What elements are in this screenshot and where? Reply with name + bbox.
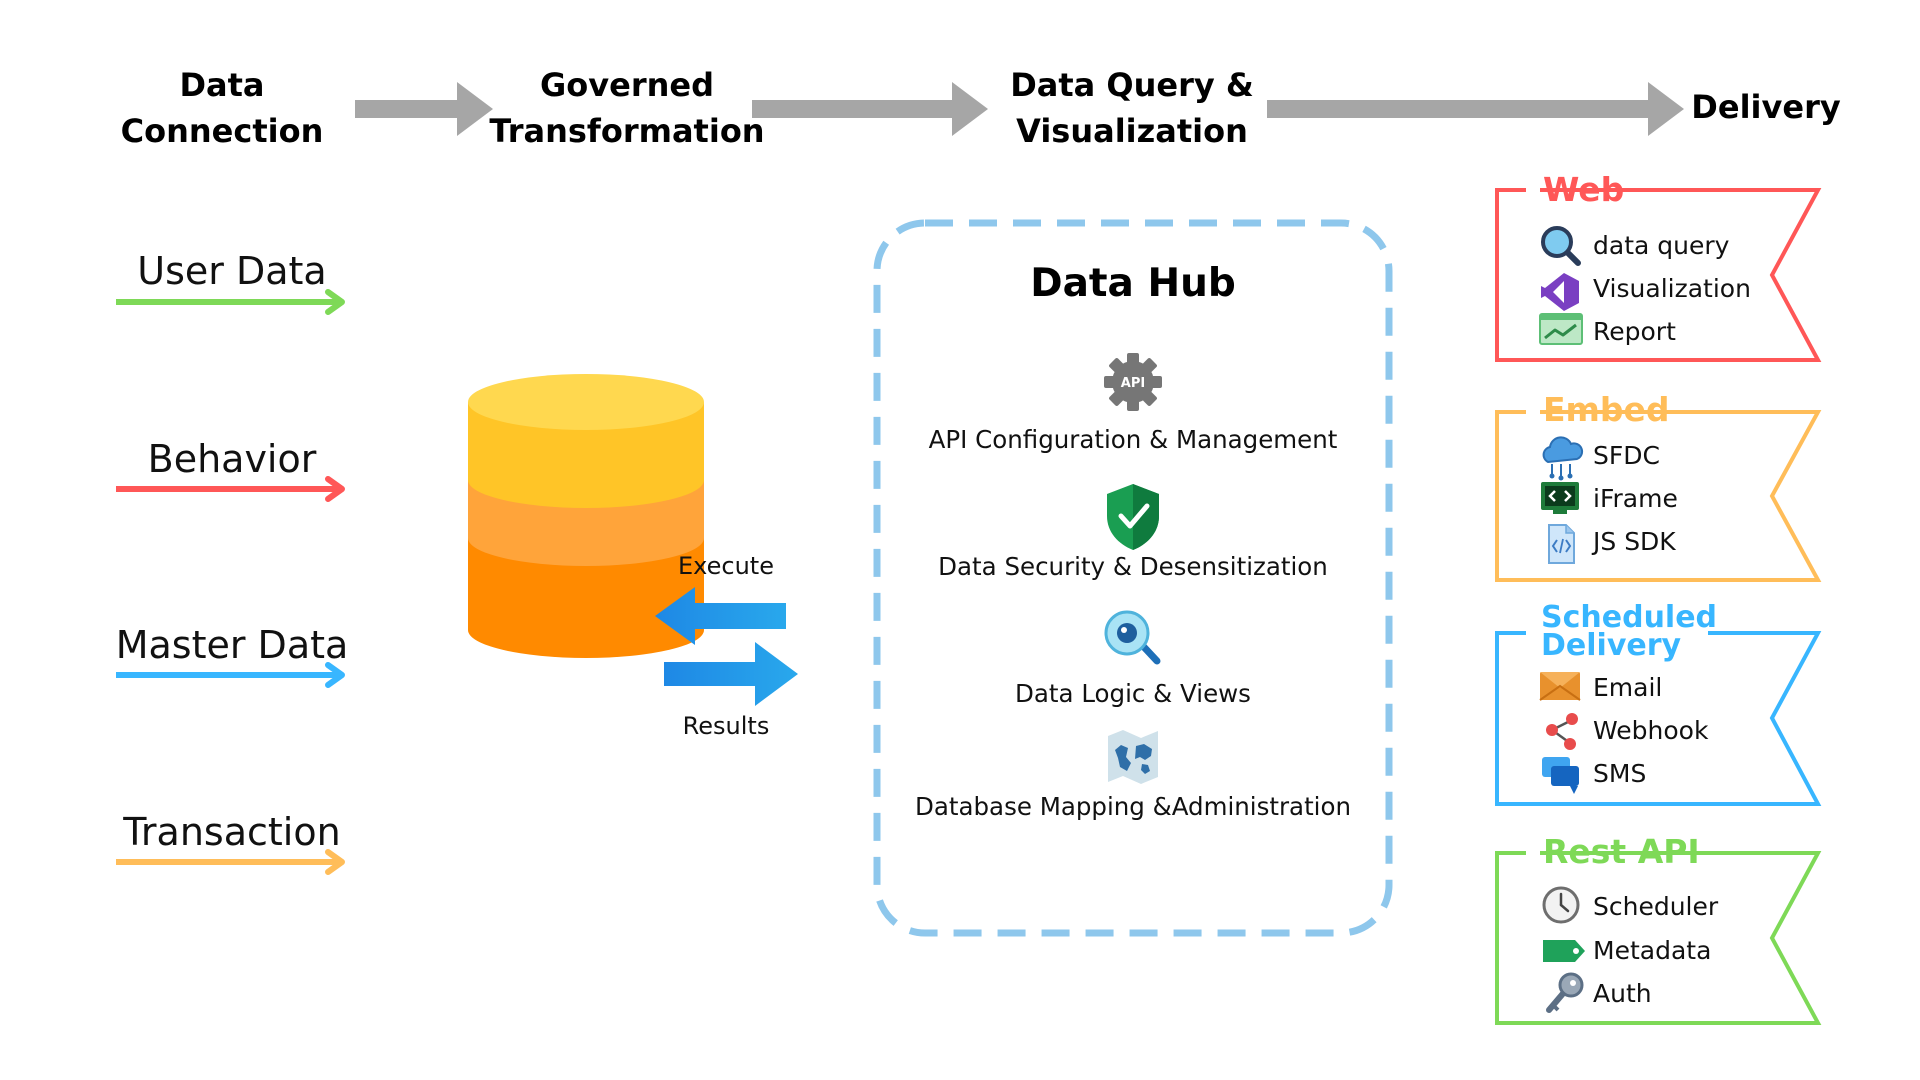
channel-item-label: Email bbox=[1593, 673, 1662, 702]
channel-border bbox=[1495, 410, 1822, 582]
stage-title-1-line1: Data bbox=[179, 66, 264, 104]
pipeline-arrow-3 bbox=[1267, 82, 1684, 136]
results-arrow bbox=[664, 642, 798, 706]
channel-title: Embed bbox=[1543, 390, 1670, 429]
channel-title-line1: Scheduled bbox=[1541, 600, 1717, 635]
source-label: Behavior bbox=[148, 437, 317, 481]
pipeline-arrow-2 bbox=[752, 82, 988, 136]
api-gear-icon: API bbox=[1104, 353, 1162, 411]
hub-item-label: Data Security & Desensitization bbox=[938, 552, 1328, 581]
channel-scheduled-delivery: Scheduled Delivery Email Webhook SMS bbox=[1495, 600, 1822, 806]
channel-item-label: data query bbox=[1593, 231, 1730, 260]
channel-item-label: SMS bbox=[1593, 759, 1646, 788]
report-chart-icon bbox=[1539, 313, 1583, 345]
chat-icon bbox=[1542, 757, 1579, 794]
execute-results-exchange: Execute Results bbox=[655, 552, 798, 740]
data-hub-border bbox=[873, 219, 1393, 937]
stage-title-3-line2: Visualization bbox=[1016, 112, 1248, 150]
webhook-icon bbox=[1546, 713, 1578, 750]
stage-title-2-line1: Governed bbox=[540, 66, 714, 104]
code-monitor-icon bbox=[1541, 482, 1579, 514]
stage-title-4: Delivery bbox=[1691, 88, 1841, 126]
channel-title: Rest API bbox=[1543, 832, 1700, 871]
channel-item-label: Report bbox=[1593, 317, 1676, 346]
code-file-icon bbox=[1548, 524, 1575, 564]
pipeline-header: Data Connection Governed Transformation … bbox=[121, 66, 1841, 150]
magnifier-eye-icon bbox=[1104, 610, 1161, 665]
source-master-data: Master Data bbox=[116, 623, 349, 688]
execute-arrow bbox=[655, 587, 786, 645]
channel-title-line2: Delivery bbox=[1541, 628, 1682, 663]
channel-item-label: Webhook bbox=[1593, 716, 1709, 745]
database-cylinder-icon bbox=[468, 374, 704, 658]
hub-item-label: API Configuration & Management bbox=[929, 425, 1338, 454]
channel-item-label: iFrame bbox=[1593, 484, 1678, 513]
email-icon bbox=[1539, 672, 1581, 701]
source-arrow-head bbox=[325, 849, 345, 875]
svg-text:API: API bbox=[1121, 376, 1145, 391]
channel-border bbox=[1495, 851, 1822, 1025]
source-arrow-head bbox=[325, 476, 345, 502]
search-icon bbox=[1541, 226, 1581, 266]
key-icon bbox=[1546, 972, 1584, 1013]
channel-item-label: JS SDK bbox=[1591, 527, 1676, 556]
hub-item-label: Database Mapping &Administration bbox=[915, 792, 1351, 821]
data-hub: Data Hub API API Configuration & Managem… bbox=[873, 219, 1393, 937]
source-arrow-head bbox=[325, 662, 345, 688]
tag-icon bbox=[1543, 940, 1585, 962]
source-label: User Data bbox=[137, 249, 326, 293]
pipeline-arrow-1 bbox=[355, 82, 493, 136]
channel-item-label: Visualization bbox=[1593, 274, 1751, 303]
channel-item-label: Auth bbox=[1593, 979, 1652, 1008]
visual-studio-icon bbox=[1541, 273, 1579, 311]
data-sources: User Data Behavior Master Data Transacti… bbox=[116, 249, 349, 875]
data-hub-title: Data Hub bbox=[1030, 261, 1236, 306]
shield-check-icon bbox=[1107, 484, 1159, 550]
channel-web: Web data query Visualization Report bbox=[1495, 170, 1822, 362]
source-behavior: Behavior bbox=[116, 437, 345, 502]
channel-border bbox=[1495, 188, 1822, 362]
hub-item-label: Data Logic & Views bbox=[1015, 679, 1251, 708]
channel-rest-api: Rest API Scheduler Metadata Auth bbox=[1495, 832, 1822, 1025]
source-user-data: User Data bbox=[116, 249, 345, 315]
clock-icon bbox=[1542, 886, 1580, 924]
results-label: Results bbox=[683, 712, 770, 740]
channel-item-label: Metadata bbox=[1593, 936, 1711, 965]
stage-title-3-line1: Data Query & bbox=[1010, 66, 1254, 104]
source-arrow-head bbox=[325, 289, 345, 315]
channel-embed: Embed SFDC iFrame JS SDK bbox=[1495, 390, 1822, 582]
stage-title-2-line2: Transformation bbox=[489, 112, 764, 150]
channel-title: Web bbox=[1543, 170, 1624, 209]
source-transaction: Transaction bbox=[116, 810, 345, 875]
channel-item-label: SFDC bbox=[1593, 441, 1660, 470]
source-label: Transaction bbox=[122, 810, 340, 854]
execute-label: Execute bbox=[678, 552, 774, 580]
cloud-network-icon bbox=[1542, 436, 1584, 481]
channel-border bbox=[1495, 631, 1822, 806]
stage-title-1-line2: Connection bbox=[121, 112, 324, 150]
channel-item-label: Scheduler bbox=[1593, 892, 1719, 921]
map-icon bbox=[1108, 730, 1158, 784]
source-label: Master Data bbox=[116, 623, 349, 667]
